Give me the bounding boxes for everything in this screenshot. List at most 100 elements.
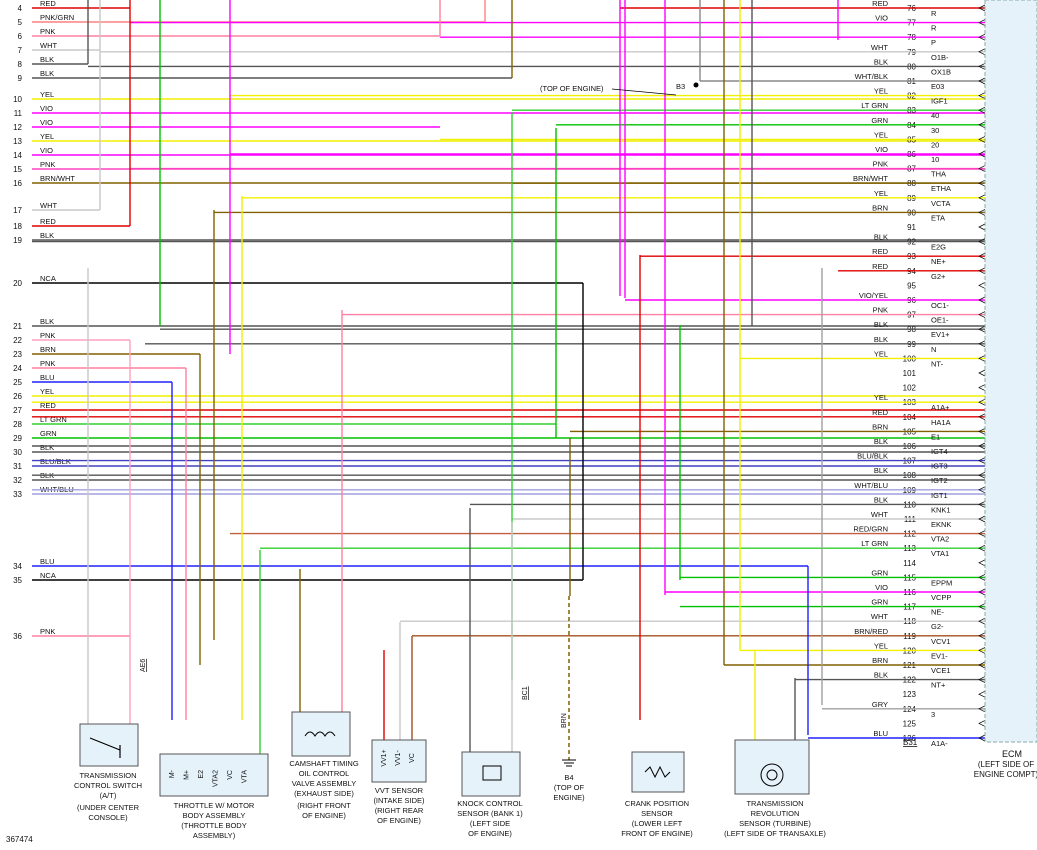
left-wire-color-label: BLK bbox=[40, 231, 54, 240]
left-pin-number: 22 bbox=[13, 336, 22, 345]
knock-label-2: SENSOR (BANK 1) bbox=[457, 809, 523, 818]
right-wire-color-label: GRN bbox=[871, 568, 888, 577]
terminal-chevron-icon bbox=[978, 223, 986, 231]
ecm-terminal-label: O1B- bbox=[931, 53, 949, 62]
ecm-terminal-label: EV1- bbox=[931, 651, 948, 660]
right-wire-color-label: WHT/BLK bbox=[855, 72, 888, 81]
ecm-terminal-label: R bbox=[931, 9, 937, 18]
throttle-label-2: BODY ASSEMBLY bbox=[183, 811, 246, 820]
terminal-chevron-icon bbox=[978, 325, 986, 333]
terminal-chevron-icon bbox=[978, 588, 986, 596]
crank-position-sensor: CRANK POSITION SENSOR (LOWER LEFT FRONT … bbox=[621, 751, 693, 838]
ecm-terminal-label: R bbox=[931, 24, 937, 33]
knock-label-4: OF ENGINE) bbox=[468, 829, 512, 838]
transmission-control-switch: TRANSMISSION CONTROL SWITCH (A/T) (UNDER… bbox=[74, 659, 147, 822]
terminal-chevron-icon bbox=[978, 77, 986, 85]
right-wire-color-label: VIO/YEL bbox=[859, 291, 888, 300]
left-pin-number: 33 bbox=[13, 490, 22, 499]
throttle-pin-label: M- bbox=[169, 769, 176, 778]
ecm-terminal-label: HA1A bbox=[931, 418, 951, 427]
ecm-terminal-label: IGF1 bbox=[931, 97, 948, 106]
left-pin-number: 27 bbox=[13, 406, 22, 415]
b4-label-3: ENGINE) bbox=[553, 793, 585, 802]
switch-symbol-icon bbox=[89, 737, 121, 758]
left-pin-number: 5 bbox=[18, 18, 23, 27]
left-wire-color-label: YEL bbox=[40, 387, 54, 396]
left-wire-color-label: BRN bbox=[40, 345, 56, 354]
terminal-chevron-icon bbox=[978, 676, 986, 683]
b4-wire-label: BRN bbox=[561, 713, 568, 728]
b4-label-1: B4 bbox=[564, 773, 573, 782]
diagram-id: 367474 bbox=[6, 835, 33, 844]
left-pin-number: 14 bbox=[13, 151, 22, 160]
left-wire-color-label: RED bbox=[40, 401, 56, 410]
left-pin-number: 30 bbox=[13, 448, 22, 457]
piezo-icon bbox=[482, 765, 502, 781]
terminal-chevron-icon bbox=[978, 471, 986, 479]
b3-ground-point bbox=[693, 82, 699, 88]
terminal-chevron-icon bbox=[978, 19, 986, 26]
right-wire-color-label: BRN bbox=[872, 422, 888, 431]
terminal-chevron-icon bbox=[978, 661, 986, 669]
ecm-terminal-label: 40 bbox=[931, 111, 939, 120]
terminal-chevron-icon bbox=[978, 457, 986, 464]
left-pin-number: 10 bbox=[13, 95, 22, 104]
terminal-chevron-icon bbox=[978, 296, 986, 304]
left-wire-color-label: NCA bbox=[40, 274, 56, 283]
right-wire-color-label: BLK bbox=[874, 671, 888, 680]
left-pin-number: 11 bbox=[14, 109, 23, 118]
right-wire-color-label: LT GRN bbox=[861, 539, 888, 548]
throttle-pin-label: M+ bbox=[184, 770, 191, 780]
right-wire-color-label: RED bbox=[872, 408, 888, 417]
ecm-terminal-label: E1 bbox=[931, 432, 940, 441]
left-wire-color-label: RED bbox=[40, 217, 56, 226]
left-wire-color-label: RED bbox=[40, 0, 56, 8]
left-wire-color-label: PNK bbox=[40, 27, 55, 36]
terminal-chevron-icon bbox=[978, 647, 986, 654]
terminal-chevron-icon bbox=[978, 194, 986, 202]
right-pin-number: 114 bbox=[903, 559, 916, 568]
right-wires: 76REDR77VIOR78P79WHTO1B-80BLKOX1B81WHT/B… bbox=[32, 0, 986, 748]
terminal-chevron-icon bbox=[978, 515, 986, 523]
terminal-chevron-icon bbox=[978, 369, 986, 377]
knock-sensor: KNOCK CONTROL SENSOR (BANK 1) (LEFT SIDE… bbox=[457, 686, 529, 838]
right-wire-color-label: GRY bbox=[872, 700, 888, 709]
right-wire-color-label: VIO bbox=[875, 583, 888, 592]
terminal-chevron-icon bbox=[978, 121, 986, 129]
right-wire-color-label: YEL bbox=[874, 393, 888, 402]
terminal-chevron-icon bbox=[978, 428, 986, 435]
right-wire-color-label: RED bbox=[872, 262, 888, 271]
gear-hub-icon bbox=[766, 769, 778, 781]
left-pin-number: 7 bbox=[18, 46, 23, 55]
terminal-chevron-icon bbox=[978, 238, 986, 245]
terminal-chevron-icon bbox=[978, 106, 986, 114]
right-wire-color-label: BLU/BLK bbox=[857, 452, 888, 461]
ecm-terminal-label: IGT3 bbox=[931, 462, 948, 471]
terminal-chevron-icon bbox=[978, 617, 986, 625]
throttle-label-4: ASSEMBLY) bbox=[193, 831, 236, 840]
right-wire-color-label: RED/GRN bbox=[853, 525, 888, 534]
camshaft-box bbox=[291, 711, 351, 757]
coil-icon bbox=[304, 731, 336, 737]
terminal-chevron-icon bbox=[978, 282, 986, 289]
left-wire-color-label: BLK bbox=[40, 443, 54, 452]
left-pin-number: 15 bbox=[13, 165, 22, 174]
left-wire-color-label: VIO bbox=[40, 146, 53, 155]
ecm-terminal-label: OE1- bbox=[931, 316, 949, 325]
terminal-chevron-icon bbox=[978, 603, 986, 610]
ecm-terminal-label: NT+ bbox=[931, 681, 946, 690]
ecm-terminal-label: 30 bbox=[931, 126, 939, 135]
left-pin-number: 13 bbox=[13, 137, 22, 146]
left-pin-number: 19 bbox=[13, 236, 22, 245]
right-wire-color-label: YEL bbox=[874, 189, 888, 198]
vvt-pin-label: VC bbox=[409, 753, 416, 763]
crank-label-2: SENSOR bbox=[641, 809, 673, 818]
ecm-terminal-label: ETHA bbox=[931, 184, 951, 193]
tcs-label-1: TRANSMISSION bbox=[79, 771, 136, 780]
knock-box bbox=[461, 751, 521, 797]
vvt-sensor: VV1+VV1-VC VVT SENSOR (INTAKE SIDE) (RIG… bbox=[371, 739, 427, 825]
terminal-chevron-icon bbox=[978, 209, 986, 216]
right-wire-color-label: WHT bbox=[871, 510, 888, 519]
ecm-terminal-label: VCPP bbox=[931, 593, 951, 602]
